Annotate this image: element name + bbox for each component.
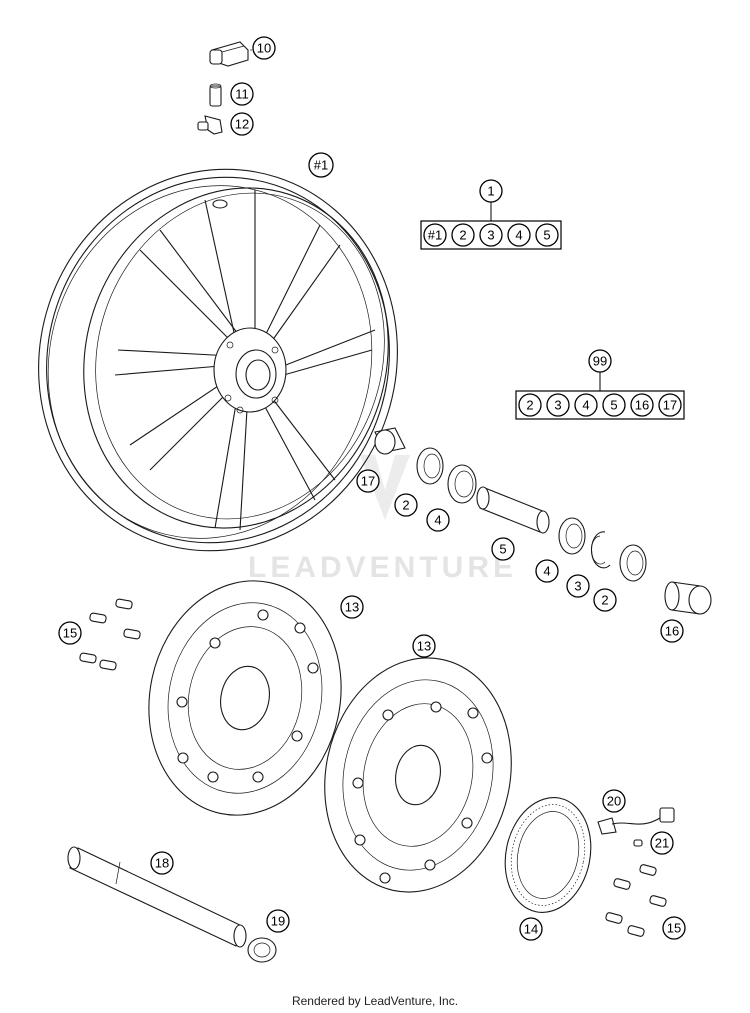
svg-text:17: 17 <box>361 474 375 489</box>
seal-2-right <box>619 544 647 582</box>
callout-10: 10 <box>252 36 276 60</box>
callout-15-left: 15 <box>58 621 82 645</box>
kit-item-3: 3 <box>479 223 503 247</box>
callout-17: 17 <box>356 469 380 493</box>
svg-text:21: 21 <box>655 836 669 851</box>
svg-text:#1: #1 <box>428 228 442 243</box>
callout-16: 16 <box>660 619 684 643</box>
svg-text:#1: #1 <box>314 158 328 173</box>
disc-screws-left <box>79 598 141 671</box>
valve-cap <box>209 41 249 67</box>
callout-13-left: 13 <box>340 595 364 619</box>
callout-4-right: 4 <box>535 559 559 583</box>
kit-item-wheel1: #1 <box>423 223 447 247</box>
svg-text:16: 16 <box>635 398 649 413</box>
kit-item-4: 4 <box>507 223 531 247</box>
callout-11: 11 <box>230 82 254 106</box>
wheel-spindle <box>67 846 247 948</box>
svg-text:13: 13 <box>417 639 431 654</box>
kit-table-1: 1 #1 2 3 4 5 <box>420 179 562 250</box>
svg-text:2: 2 <box>526 398 533 413</box>
svg-text:19: 19 <box>271 914 285 929</box>
kit-item-3: 3 <box>546 393 570 417</box>
svg-text:11: 11 <box>235 87 249 102</box>
kit-item-16: 16 <box>630 393 654 417</box>
bearing-4-right <box>558 517 586 555</box>
svg-text:20: 20 <box>607 794 621 809</box>
kit-header-callout: 1 <box>479 179 503 203</box>
kit-item-5: 5 <box>535 223 559 247</box>
callout-12: 12 <box>230 112 254 136</box>
svg-text:15: 15 <box>63 626 77 641</box>
sensor-screw <box>633 839 643 847</box>
callout-15-right: 15 <box>662 916 686 940</box>
svg-text:1: 1 <box>487 184 494 199</box>
svg-text:5: 5 <box>610 398 617 413</box>
circlip-3 <box>590 531 611 569</box>
brake-disc-right <box>324 657 512 893</box>
svg-text:4: 4 <box>434 513 441 528</box>
kit-header-callout: 99 <box>588 349 612 373</box>
callout-2-left: 2 <box>394 493 418 517</box>
valve-sleeve <box>209 83 222 107</box>
kit-item-4: 4 <box>574 393 598 417</box>
abs-sensor-ring <box>504 797 592 913</box>
wheel-speed-sensor <box>597 807 675 835</box>
svg-text:18: 18 <box>155 856 169 871</box>
callout-13-right: 13 <box>412 634 436 658</box>
svg-text:3: 3 <box>574 579 581 594</box>
callout-21: 21 <box>650 831 674 855</box>
spacer-16 <box>664 581 712 615</box>
kit-item-2: 2 <box>518 393 542 417</box>
seal-2-left <box>416 447 444 485</box>
callout-14: 14 <box>519 917 543 941</box>
svg-text:16: 16 <box>665 624 679 639</box>
kit-tables: 1 #1 2 3 4 5 99 2 3 4 5 16 17 <box>420 179 685 420</box>
callout-5: 5 <box>491 537 515 561</box>
svg-text:4: 4 <box>515 228 522 243</box>
svg-text:99: 99 <box>593 354 607 369</box>
kit-table-99: 99 2 3 4 5 16 17 <box>515 349 685 420</box>
kit-item-5: 5 <box>602 393 626 417</box>
callout-3: 3 <box>566 574 590 598</box>
svg-text:5: 5 <box>543 228 550 243</box>
svg-text:3: 3 <box>554 398 561 413</box>
wheel-assembly <box>38 168 398 552</box>
svg-text:15: 15 <box>667 921 681 936</box>
footer-credit: Rendered by LeadVenture, Inc. <box>291 994 459 1008</box>
svg-text:2: 2 <box>402 498 409 513</box>
spindle-nut <box>247 937 277 963</box>
svg-text:2: 2 <box>459 228 466 243</box>
callout-2-right: 2 <box>593 588 617 612</box>
callout-19: 19 <box>266 909 290 933</box>
callout-20: 20 <box>602 789 626 813</box>
svg-text:4: 4 <box>543 564 550 579</box>
svg-text:17: 17 <box>663 398 677 413</box>
svg-text:2: 2 <box>601 593 608 608</box>
callout-4-left: 4 <box>426 508 450 532</box>
watermark-text: LEADVENTURE <box>248 551 517 584</box>
kit-item-2: 2 <box>451 223 475 247</box>
watermark: LEADVENTURE <box>248 455 517 584</box>
kit-item-17: 17 <box>658 393 682 417</box>
svg-text:13: 13 <box>345 600 359 615</box>
callout-18: 18 <box>150 851 174 875</box>
disc-screws-right <box>605 864 667 937</box>
spacer-17 <box>374 427 406 455</box>
svg-text:10: 10 <box>257 41 271 56</box>
svg-text:12: 12 <box>235 117 249 132</box>
callout-wheel: #1 <box>308 152 334 178</box>
svg-text:3: 3 <box>487 228 494 243</box>
svg-text:14: 14 <box>524 922 538 937</box>
brake-disc-left <box>148 580 342 816</box>
spacer-sleeve-5 <box>476 486 550 534</box>
svg-text:5: 5 <box>499 542 506 557</box>
valve <box>197 115 223 135</box>
svg-text:4: 4 <box>582 398 589 413</box>
bearing-4-left <box>447 464 477 504</box>
